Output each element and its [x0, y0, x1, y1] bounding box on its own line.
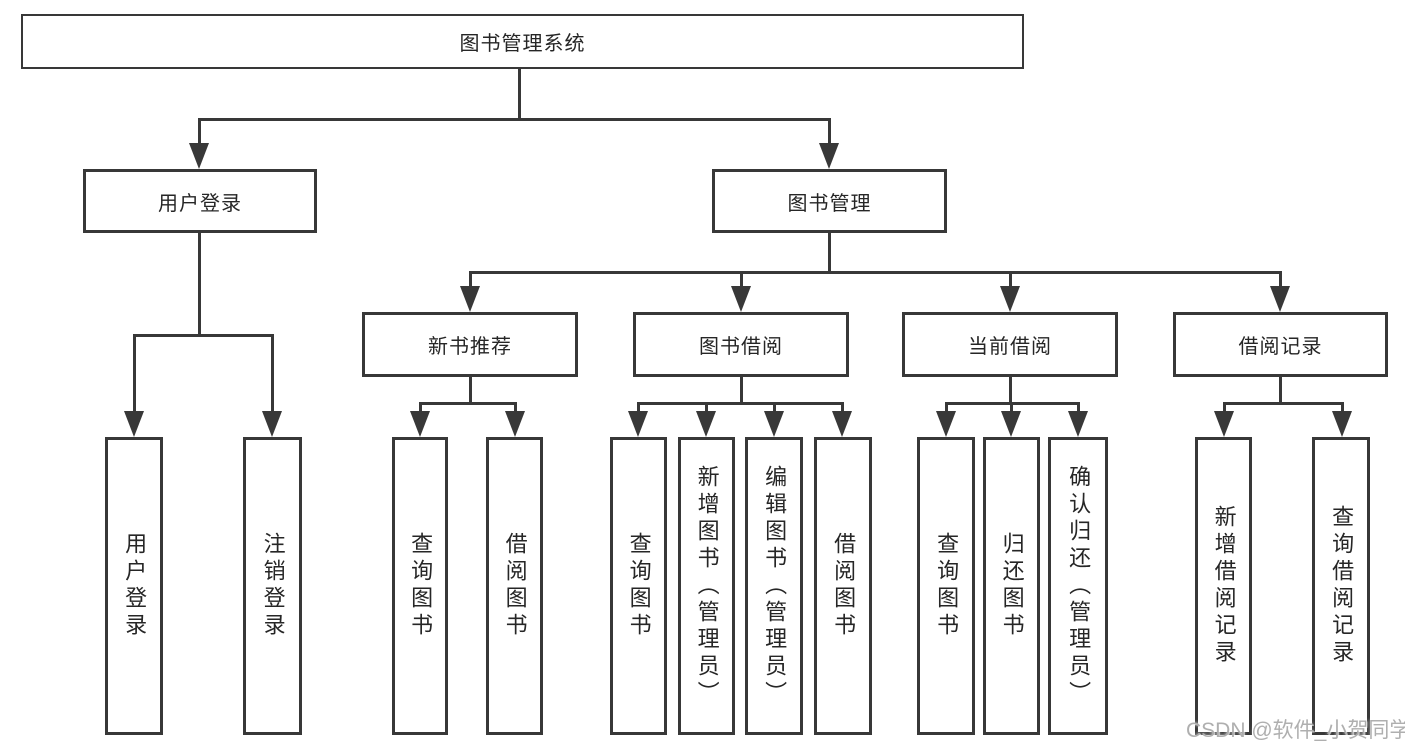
- connector-rec-add-stem: [1223, 402, 1226, 414]
- arrow-to-cur-confirm: [1068, 411, 1088, 437]
- arrow-to-bw-borrow: [832, 411, 852, 437]
- leaf-current-query: 查询图书: [917, 437, 975, 735]
- leaf-current-return-label: 归还图书: [999, 532, 1025, 640]
- connector-bw-query-stem: [637, 402, 640, 414]
- node-borrowing-label: 图书借阅: [699, 336, 783, 358]
- connector-login-leaf-stem: [133, 334, 136, 413]
- arrow-to-bw-edit: [764, 411, 784, 437]
- node-new-books-label: 新书推荐: [428, 336, 512, 358]
- arrow-to-new-books: [460, 286, 480, 312]
- arrow-to-records: [1270, 286, 1290, 312]
- arrow-to-current: [1000, 286, 1020, 312]
- arrow-to-cur-query: [936, 411, 956, 437]
- leaf-records-query-label: 查询借阅记录: [1329, 505, 1355, 667]
- leaf-borrowing-query-label: 查询图书: [626, 532, 652, 640]
- leaf-borrowing-add-label: 新增图书（管理员）: [694, 464, 720, 708]
- connector-user-login-fork: [133, 334, 274, 337]
- leaf-logout-label: 注销登录: [260, 532, 286, 640]
- arrow-to-cur-return: [1001, 411, 1021, 437]
- leaf-records-query: 查询借阅记录: [1312, 437, 1370, 735]
- connector-current-stem: [1009, 271, 1012, 288]
- leaf-borrowing-edit: 编辑图书（管理员）: [745, 437, 803, 735]
- leaf-new-books-query-label: 查询图书: [408, 532, 434, 640]
- leaf-user-login: 用户登录: [105, 437, 163, 735]
- leaf-logout: 注销登录: [243, 437, 302, 735]
- connector-book-mgmt-stem: [828, 118, 831, 145]
- node-records-label: 借阅记录: [1238, 336, 1323, 358]
- connector-new-books-fork: [419, 402, 517, 405]
- leaf-borrowing-query: 查询图书: [610, 437, 667, 735]
- node-system-root-label: 图书管理系统: [459, 33, 586, 55]
- arrow-to-nb-query: [410, 411, 430, 437]
- leaf-borrowing-add: 新增图书（管理员）: [678, 437, 735, 735]
- node-new-books: 新书推荐: [362, 312, 578, 377]
- connector-cur-return-stem: [1010, 402, 1013, 414]
- arrow-to-bw-query: [628, 411, 648, 437]
- arrow-to-rec-add: [1214, 411, 1234, 437]
- node-borrowing: 图书借阅: [633, 312, 849, 377]
- leaf-new-books-borrow-label: 借阅图书: [502, 532, 528, 640]
- connector-borrowing-down: [740, 377, 743, 405]
- connector-user-login-stem: [198, 118, 201, 145]
- connector-records-fork: [1223, 402, 1344, 405]
- arrow-to-rec-query: [1332, 411, 1352, 437]
- node-records: 借阅记录: [1173, 312, 1388, 377]
- node-current-label: 当前借阅: [968, 336, 1052, 358]
- arrow-to-bw-add: [696, 411, 716, 437]
- leaf-borrowing-borrow: 借阅图书: [814, 437, 872, 735]
- arrow-to-borrowing: [731, 286, 751, 312]
- connector-level3-hline: [469, 271, 1282, 274]
- connector-bw-borrow-stem: [841, 402, 844, 414]
- leaf-current-confirm: 确认归还（管理员）: [1048, 437, 1108, 735]
- connector-borrowing-fork: [637, 402, 844, 405]
- connector-bw-add-stem: [705, 402, 708, 414]
- node-system-root: 图书管理系统: [21, 14, 1024, 69]
- leaf-current-return: 归还图书: [983, 437, 1040, 735]
- connector-book-mgmt-down: [828, 233, 831, 274]
- connector-cur-query-stem: [945, 402, 948, 414]
- leaf-records-add: 新增借阅记录: [1195, 437, 1252, 735]
- node-user-login-label: 用户登录: [158, 192, 242, 215]
- connector-nb-query-stem: [419, 402, 422, 414]
- connector-records-down: [1279, 377, 1282, 405]
- node-book-mgmt: 图书管理: [712, 169, 947, 233]
- connector-nb-borrow-stem: [514, 402, 517, 414]
- leaf-current-confirm-label: 确认归还（管理员）: [1066, 464, 1092, 708]
- connector-current-down: [1009, 377, 1012, 405]
- connector-level2-hline: [198, 118, 831, 121]
- arrow-to-user-login: [189, 143, 209, 169]
- arrow-to-logout-leaf: [262, 411, 282, 437]
- connector-records-stem: [1279, 271, 1282, 288]
- leaf-records-add-label: 新增借阅记录: [1211, 505, 1237, 667]
- leaf-new-books-borrow: 借阅图书: [486, 437, 543, 735]
- connector-rec-query-stem: [1341, 402, 1344, 414]
- connector-bw-edit-stem: [773, 402, 776, 414]
- connector-new-books-down: [469, 377, 472, 405]
- arrow-to-book-mgmt: [819, 143, 839, 169]
- csdn-watermark: CSDN @软件_小贺同学: [1186, 719, 1405, 742]
- connector-logout-leaf-stem: [271, 334, 274, 413]
- connector-root-stem: [518, 69, 521, 120]
- leaf-borrowing-borrow-label: 借阅图书: [831, 532, 857, 640]
- connector-cur-confirm-stem: [1077, 402, 1080, 414]
- connector-user-login-down: [198, 233, 201, 336]
- node-book-mgmt-label: 图书管理: [787, 192, 872, 215]
- arrow-to-login-leaf: [124, 411, 144, 437]
- leaf-borrowing-edit-label: 编辑图书（管理员）: [762, 464, 788, 708]
- leaf-current-query-label: 查询图书: [934, 532, 960, 640]
- arrow-to-nb-borrow: [505, 411, 525, 437]
- leaf-user-login-label: 用户登录: [122, 532, 148, 640]
- node-current: 当前借阅: [902, 312, 1118, 377]
- node-user-login: 用户登录: [83, 169, 317, 233]
- connector-new-books-stem: [469, 271, 472, 288]
- leaf-new-books-query: 查询图书: [392, 437, 448, 735]
- connector-borrowing-stem: [740, 271, 743, 288]
